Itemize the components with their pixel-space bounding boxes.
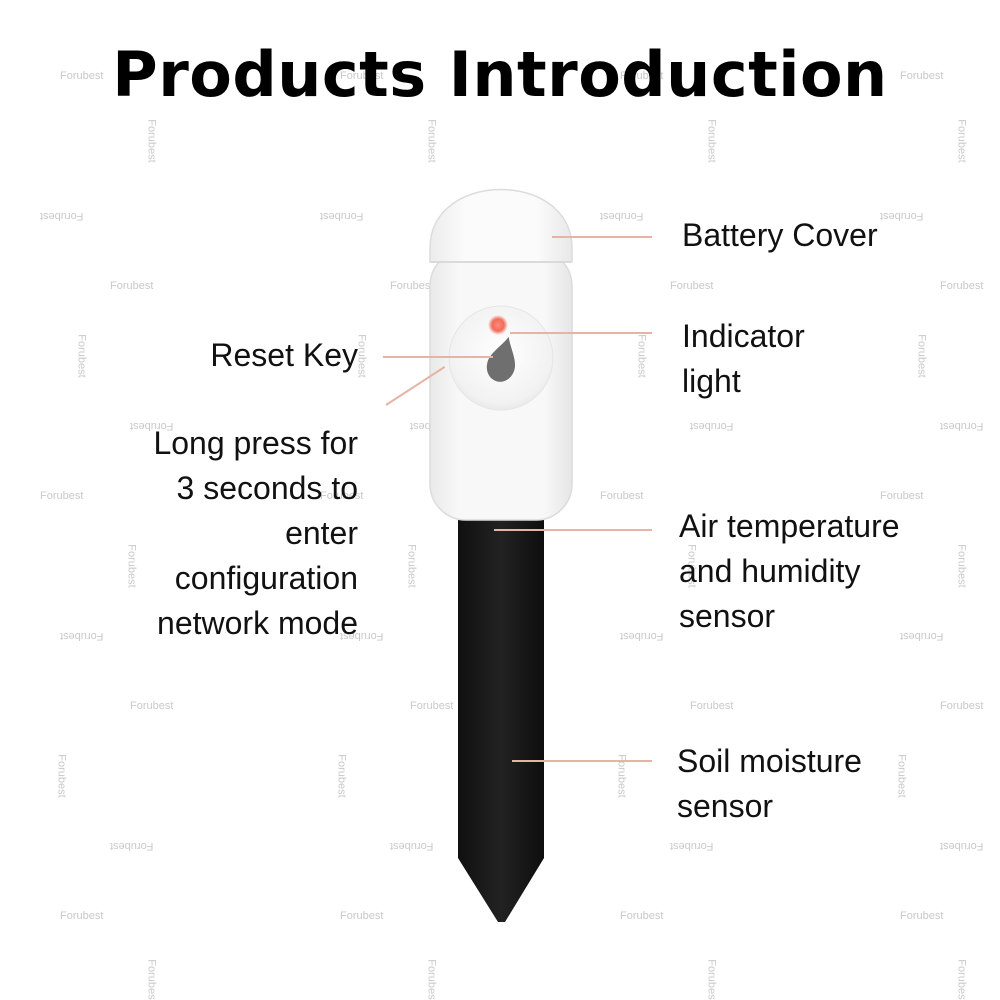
watermark-text: Forubest — [40, 490, 84, 502]
watermark-text: Forubest — [620, 70, 664, 82]
watermark-text: Forubest — [670, 280, 714, 292]
air-sensor-label: Air temperature and humidity sensor — [679, 504, 900, 639]
indicator-light-icon — [488, 315, 508, 335]
long-press-line-2: 3 seconds to — [176, 470, 358, 506]
indicator-light-line-2: light — [682, 363, 741, 399]
watermark-text: Forubest — [620, 910, 664, 922]
soil-sensor-line-1: Soil moisture — [677, 743, 862, 779]
soil-sensor-line-2: sensor — [677, 788, 774, 824]
leader-line-reset — [383, 356, 493, 358]
probe-icon — [458, 505, 544, 922]
watermark-text: Forubest — [880, 490, 924, 502]
long-press-line-4: configuration — [174, 560, 358, 596]
watermark-text: Forubest — [60, 910, 104, 922]
watermark-text: Forubest — [600, 490, 644, 502]
indicator-light-label: Indicator light — [682, 314, 805, 404]
battery-cover-icon — [429, 188, 573, 263]
indicator-light-line-1: Indicator — [682, 318, 805, 354]
long-press-line-3: enter — [285, 515, 358, 551]
leader-line-battery — [552, 236, 652, 238]
watermark-text: Forubest — [390, 280, 434, 292]
soil-sensor-label: Soil moisture sensor — [677, 739, 862, 829]
watermark-text: Forubest — [340, 910, 384, 922]
watermark-text: Forubest — [940, 280, 984, 292]
air-sensor-line-2: and humidity — [679, 553, 861, 589]
long-press-line-5: network mode — [157, 605, 358, 641]
watermark-text: Forubest — [320, 490, 364, 502]
leader-line-soil-sensor — [512, 760, 652, 762]
water-drop-icon — [486, 336, 516, 382]
watermark-text: Forubest — [690, 700, 734, 712]
watermark-text: Forubest — [60, 70, 104, 82]
leader-line-air-sensor — [494, 529, 652, 531]
watermark-text: Forubest — [940, 700, 984, 712]
watermark-text: Forubest — [900, 910, 944, 922]
watermark-text: Forubest — [900, 70, 944, 82]
watermark-text: Forubest — [110, 280, 154, 292]
air-sensor-line-3: sensor — [679, 598, 776, 634]
watermark-text: Forubest — [410, 700, 454, 712]
air-sensor-line-1: Air temperature — [679, 508, 900, 544]
leader-line-indicator — [510, 332, 652, 334]
watermark-text: Forubest — [130, 700, 174, 712]
watermark-text: Forubest — [340, 70, 384, 82]
long-press-label: Long press for 3 seconds to enter config… — [153, 421, 358, 646]
battery-cover-label: Battery Cover — [682, 217, 878, 253]
long-press-line-1: Long press for — [153, 425, 358, 461]
page-title: Products Introduction — [112, 38, 888, 111]
reset-key-label: Reset Key — [210, 337, 358, 373]
